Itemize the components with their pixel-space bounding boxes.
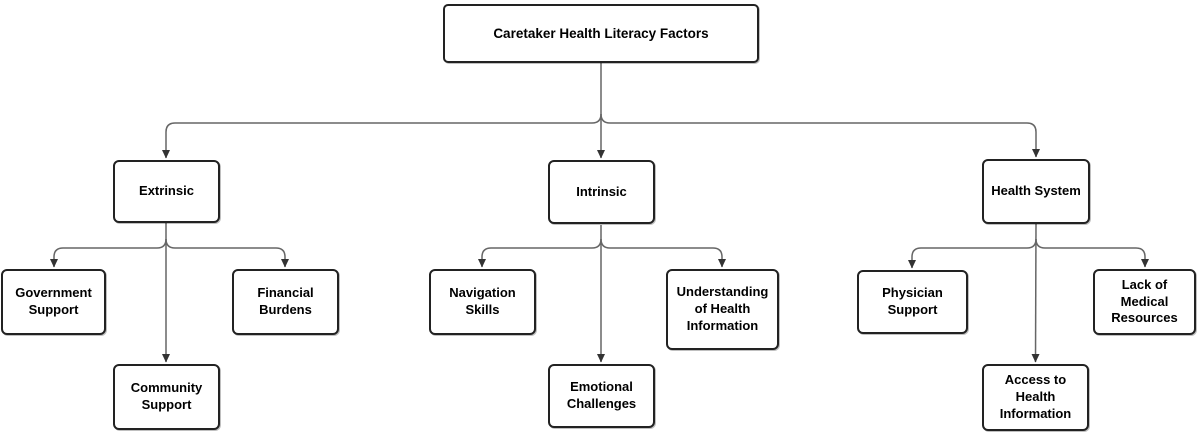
node-physician-support-label: Physician Support <box>882 285 943 317</box>
node-root-label: Caretaker Health Literacy Factors <box>493 25 709 41</box>
node-emotional-challenges[interactable]: Emotional Challenges <box>548 364 655 428</box>
node-community-support[interactable]: Community Support <box>113 364 220 430</box>
connector-extrinsic-to-government-support <box>49 238 167 268</box>
connector-root-to-health-system <box>600 113 1041 158</box>
node-extrinsic-label: Extrinsic <box>139 183 194 199</box>
connector-intrinsic-to-understanding <box>600 238 727 268</box>
node-intrinsic-label: Intrinsic <box>576 183 627 199</box>
node-root[interactable]: Caretaker Health Literacy Factors <box>443 4 759 63</box>
node-emotional-challenges-label: Emotional Challenges <box>566 379 637 411</box>
node-health-system-label: Health System <box>991 183 1081 199</box>
connector-intrinsic-to-navigation-skills <box>477 238 602 268</box>
connector-root-to-extrinsic <box>161 113 602 159</box>
node-understanding-of-health-information-label: Understanding of Health Information <box>676 284 769 333</box>
node-lack-of-medical-resources-label: Lack of Medical Resources <box>1111 276 1178 326</box>
node-government-support[interactable]: Government Support <box>1 269 106 335</box>
node-extrinsic[interactable]: Extrinsic <box>113 160 220 223</box>
node-understanding-of-health-information[interactable]: Understanding of Health Information <box>666 269 779 350</box>
node-health-system[interactable]: Health System <box>982 159 1090 224</box>
connector-health-system-to-lack-of-medical-resources <box>1035 238 1150 268</box>
connector-health-system-to-access <box>1031 223 1040 363</box>
connector-health-system-to-physician-support <box>907 238 1037 269</box>
node-physician-support[interactable]: Physician Support <box>857 270 968 334</box>
node-government-support-label: Government Support <box>15 285 92 317</box>
node-intrinsic[interactable]: Intrinsic <box>548 160 655 224</box>
node-navigation-skills-label: Navigation Skills <box>449 285 516 317</box>
connector-extrinsic-to-financial-burdens <box>165 238 290 268</box>
node-community-support-label: Community Support <box>130 380 203 412</box>
node-financial-burdens[interactable]: Financial Burdens <box>232 269 339 335</box>
node-access-to-health-information-label: Access to Health Information <box>999 372 1072 421</box>
node-access-to-health-information[interactable]: Access to Health Information <box>982 364 1089 431</box>
node-navigation-skills[interactable]: Navigation Skills <box>429 269 536 335</box>
node-financial-burdens-label: Financial Burdens <box>257 285 314 317</box>
node-lack-of-medical-resources[interactable]: Lack of Medical Resources <box>1093 269 1196 335</box>
